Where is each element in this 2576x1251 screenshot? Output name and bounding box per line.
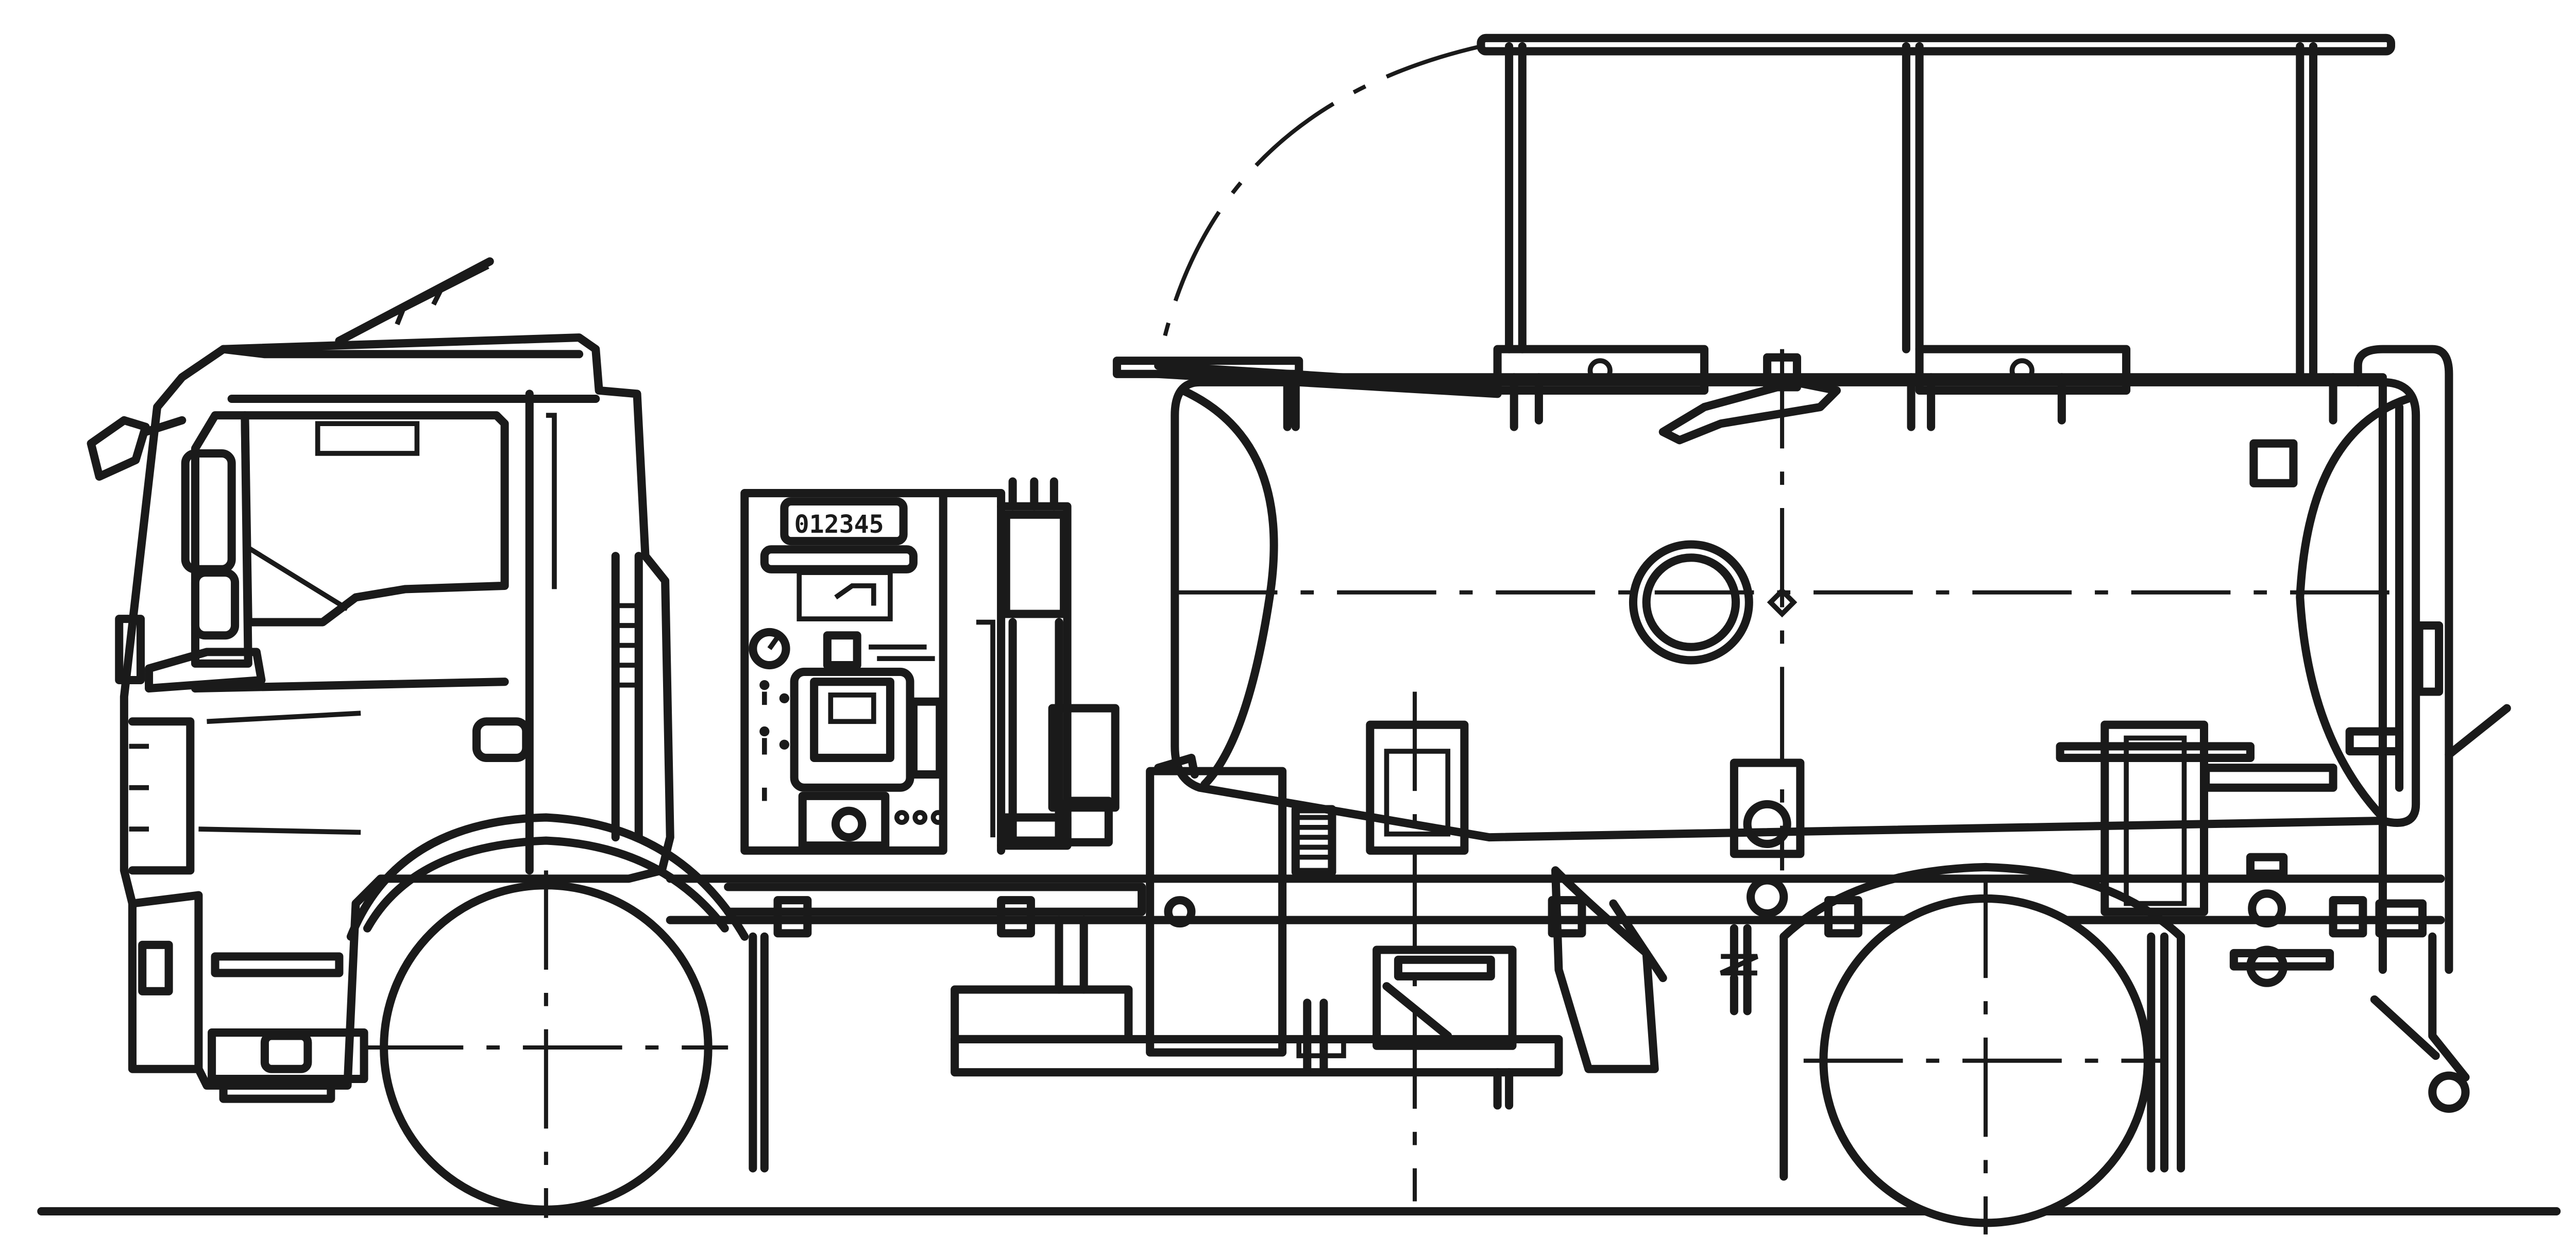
truck-cab xyxy=(87,257,749,1103)
control-cabinet: 012345 xyxy=(740,489,1006,855)
plate-frame xyxy=(780,497,908,546)
top-railing xyxy=(1112,33,2511,974)
front-wheel xyxy=(364,870,728,1218)
pressure-gauge-icon xyxy=(749,628,790,670)
rear-wheel xyxy=(1780,863,2185,1235)
tank xyxy=(1171,349,2420,871)
plate-number: 012345 xyxy=(794,510,884,539)
under-tank-equipment xyxy=(749,720,2470,1173)
pump-column xyxy=(976,477,1120,850)
tank-porthole xyxy=(1629,540,1753,665)
